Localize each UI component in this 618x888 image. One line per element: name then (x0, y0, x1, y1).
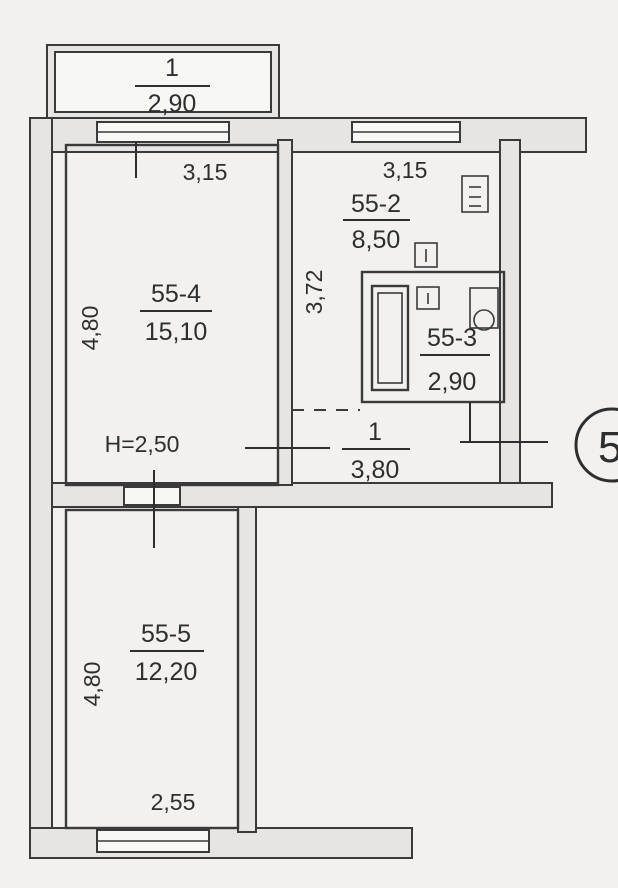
svg-text:55-2: 55-2 (351, 190, 401, 218)
svg-text:55-4: 55-4 (151, 280, 201, 308)
svg-text:5: 5 (598, 423, 618, 472)
guide-lines (135, 142, 548, 548)
dimension-kitchen-width: 3,15 (383, 157, 428, 183)
windows (96, 121, 461, 853)
svg-text:12,20: 12,20 (135, 658, 198, 686)
room-outlines (64, 143, 280, 830)
bathroom-block (360, 175, 506, 404)
room-label-corridor: 1 3,80 (342, 418, 410, 484)
svg-text:3,80: 3,80 (351, 456, 400, 484)
dimension-bedroom-width: 2,55 (151, 789, 196, 815)
balcony (46, 44, 280, 119)
svg-text:2,90: 2,90 (428, 368, 477, 396)
svg-text:15,10: 15,10 (145, 318, 208, 346)
dimension-living-width: 3,15 (183, 159, 228, 185)
outer-walls (29, 117, 587, 859)
svg-text:1: 1 (368, 418, 382, 446)
ceiling-height: H=2,50 (105, 431, 180, 457)
room-label-kitchen: 55-2 8,50 (343, 190, 410, 254)
dimension-bedroom-depth: 4,80 (79, 662, 105, 707)
room-label-bedroom: 55-5 12,20 (130, 620, 204, 686)
svg-text:8,50: 8,50 (352, 226, 401, 254)
svg-text:55-3: 55-3 (427, 324, 477, 352)
section-marker: 5 (574, 407, 618, 483)
room-label-bathroom: 55-3 2,90 (420, 324, 490, 396)
room-label-balcony: 1 2,90 (135, 54, 210, 118)
dimension-kitchen-depth: 3,72 (301, 270, 327, 315)
svg-text:55-5: 55-5 (141, 620, 191, 648)
room-label-living: 55-4 15,10 (140, 280, 212, 346)
svg-text:1: 1 (165, 54, 179, 82)
toilet-icon (473, 309, 495, 331)
svg-text:2,90: 2,90 (148, 90, 197, 118)
dimension-living-depth: 4,80 (77, 306, 103, 351)
stove-icon (461, 175, 489, 213)
